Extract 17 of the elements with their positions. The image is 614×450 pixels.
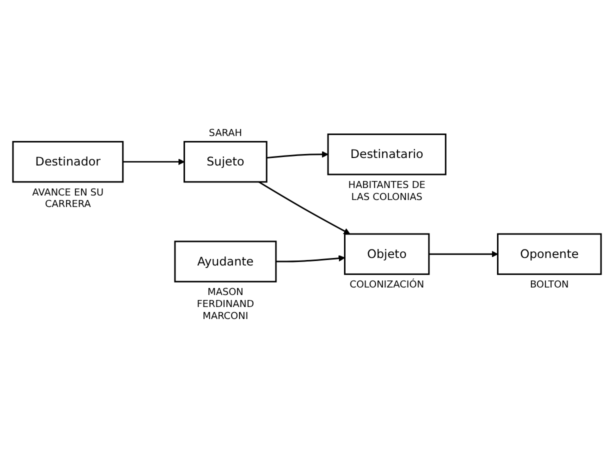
arrow	[428, 250, 498, 258]
node-box: Sujeto	[184, 141, 268, 183]
node-box: Ayudante	[174, 240, 277, 282]
node-box: Objeto	[344, 233, 430, 276]
annotation-text: HABITANTES DE LAS COLONIAS	[348, 180, 426, 203]
arrow	[276, 255, 346, 262]
arrow	[266, 151, 328, 159]
annotation-text: BOLTON	[530, 280, 569, 291]
arrow	[258, 181, 350, 234]
node-box: Oponente	[497, 233, 602, 276]
annotation-text: COLONIZACIÓN	[350, 280, 424, 291]
arrow	[122, 158, 185, 166]
node-box: Destinador	[12, 141, 124, 183]
annotation-text: AVANCE EN SU CARRERA	[32, 187, 104, 210]
node-box: Destinatario	[327, 134, 446, 176]
annotation-text: MASON FERDINAND MARCONI	[196, 287, 254, 322]
annotation-text: SARAH	[208, 128, 242, 139]
